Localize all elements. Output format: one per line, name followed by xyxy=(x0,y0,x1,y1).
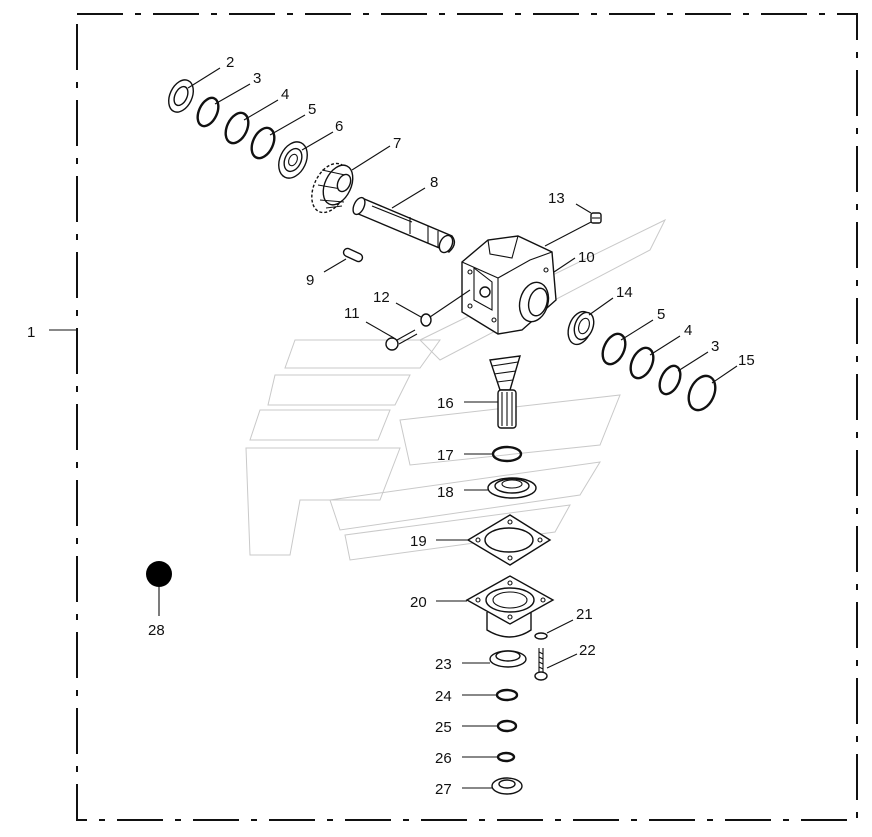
label-23: 23 xyxy=(435,656,452,673)
part-13-plug xyxy=(590,212,602,224)
part-2-seal xyxy=(168,79,194,113)
label-26: 26 xyxy=(435,750,452,767)
part-11-breather xyxy=(385,329,418,351)
label-12: 12 xyxy=(373,289,390,306)
label-1: 1 xyxy=(27,324,35,341)
label-21: 21 xyxy=(576,606,593,623)
label-14: 14 xyxy=(616,284,633,301)
part-6-bearing xyxy=(278,141,308,179)
label-3: 3 xyxy=(253,70,261,87)
part-8-shaft xyxy=(352,196,456,254)
label-3b: 3 xyxy=(711,338,719,355)
part-23-seal xyxy=(489,650,527,668)
part-9-key xyxy=(342,247,364,263)
part-5-shim xyxy=(250,126,276,160)
label-28: 28 xyxy=(148,622,165,639)
label-19: 19 xyxy=(410,533,427,550)
part-19-gasket xyxy=(466,514,552,566)
label-8: 8 xyxy=(430,174,438,191)
label-10: 10 xyxy=(578,249,595,266)
part-14-bearing xyxy=(567,310,595,346)
label-22: 22 xyxy=(579,642,596,659)
part-26-ring xyxy=(496,751,516,763)
part-7-bevel-gear xyxy=(311,162,354,214)
label-13: 13 xyxy=(548,190,565,207)
label-15: 15 xyxy=(738,352,755,369)
label-6: 6 xyxy=(335,118,343,135)
part-20-flange-housing xyxy=(465,575,555,638)
part-25-shim xyxy=(496,719,518,733)
label-9: 9 xyxy=(306,272,314,289)
label-16: 16 xyxy=(437,395,454,412)
part-4-shim xyxy=(224,111,250,145)
label-18: 18 xyxy=(437,484,454,501)
part-4b-shim xyxy=(629,346,655,380)
part-24-shim xyxy=(495,688,519,702)
label-24: 24 xyxy=(435,688,452,705)
part-22-bolt xyxy=(534,648,548,681)
label-2: 2 xyxy=(226,54,234,71)
part-12-o-ring xyxy=(420,313,432,327)
part-3b-retaining-ring xyxy=(658,364,682,396)
label-27: 27 xyxy=(435,781,452,798)
part-27-seal xyxy=(491,777,523,795)
part-3-retaining-ring xyxy=(196,96,220,128)
label-11: 11 xyxy=(344,305,360,322)
part-28-marker xyxy=(146,561,172,587)
part-10-gearbox-housing xyxy=(461,235,557,335)
label-4b: 4 xyxy=(684,322,692,339)
label-25: 25 xyxy=(435,719,452,736)
part-21-washer xyxy=(534,632,548,640)
label-17: 17 xyxy=(437,447,454,464)
part-5b-shim xyxy=(601,332,627,366)
background-watermark xyxy=(245,218,667,561)
label-5b: 5 xyxy=(657,306,665,323)
assembly-frame xyxy=(76,13,858,821)
label-5: 5 xyxy=(308,101,316,118)
part-15-cap xyxy=(687,374,717,412)
part-16-pinion-shaft xyxy=(489,355,521,429)
label-7: 7 xyxy=(393,135,401,152)
label-4: 4 xyxy=(281,86,289,103)
label-20: 20 xyxy=(410,594,427,611)
part-18-bearing xyxy=(487,477,537,499)
